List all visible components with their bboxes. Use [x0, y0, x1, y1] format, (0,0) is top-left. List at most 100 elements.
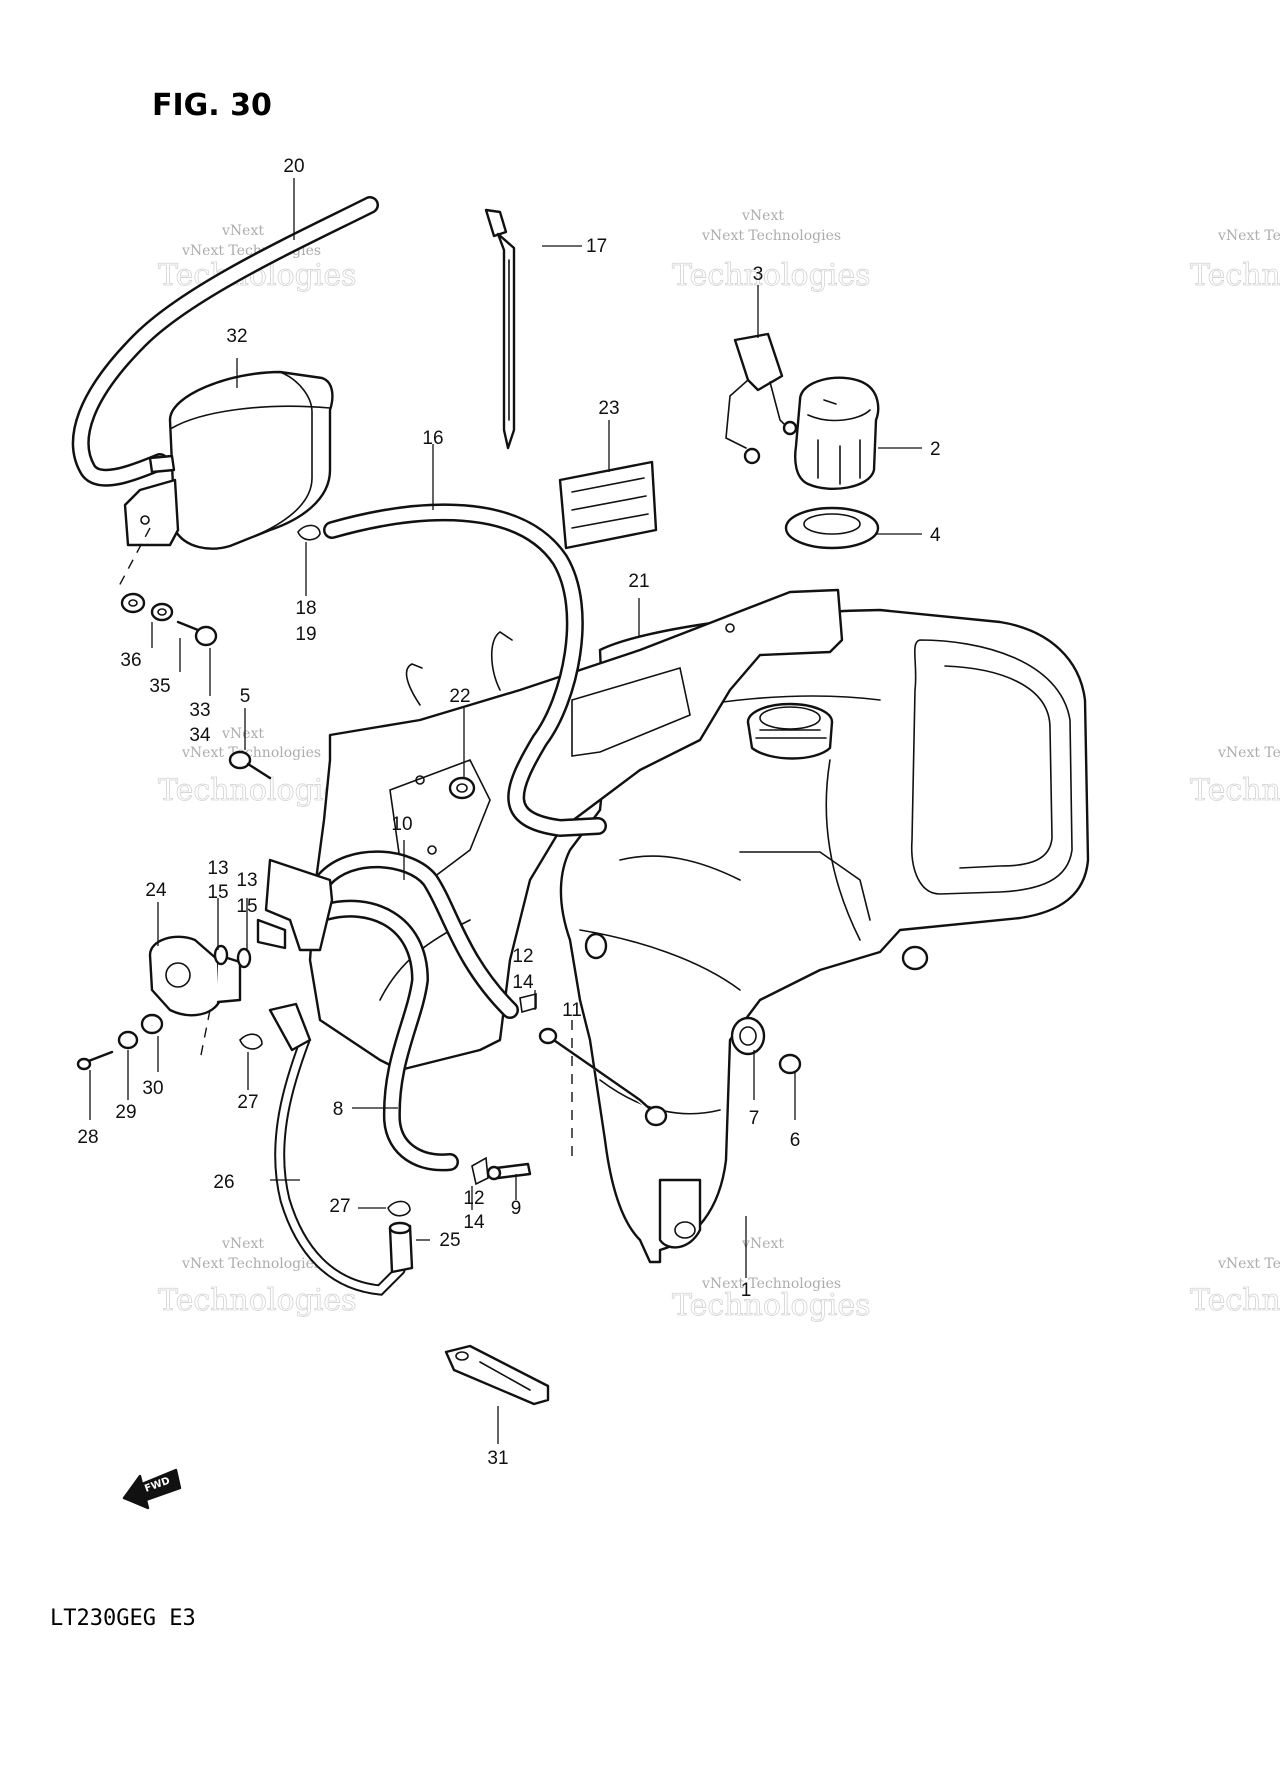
part-32-canister: [123, 370, 334, 550]
callout-25: 25: [439, 1230, 460, 1251]
svg-text:Technologies: Technologies: [1190, 1283, 1280, 1318]
svg-text:Technologies: Technologies: [158, 773, 357, 808]
callout-12a: 12: [512, 946, 533, 967]
part-26-hose: [268, 1002, 406, 1296]
part-9-bolt: [486, 1162, 532, 1181]
watermark: vNext vNext Technologies Technologies: [158, 726, 357, 808]
part-36-washer: [120, 592, 146, 614]
svg-text:vNext: vNext: [221, 726, 264, 742]
callout-36: 36: [120, 650, 141, 671]
svg-text:vNext: vNext: [741, 1236, 784, 1252]
part-18-clamp: [297, 524, 321, 541]
callout-21: 21: [628, 571, 649, 592]
callout-22: 22: [449, 686, 470, 707]
callout-9: 9: [511, 1198, 522, 1219]
svg-text:vNext: vNext: [221, 1236, 264, 1252]
svg-text:vNext: vNext: [741, 208, 784, 224]
part-1-fuel-tank: [559, 608, 1090, 1264]
callout-24: 24: [145, 880, 167, 901]
callout-23: 23: [598, 398, 619, 419]
callout-6: 6: [790, 1130, 801, 1151]
callout-3: 3: [753, 264, 764, 285]
watermark: vNext Technologies Technologies: [1190, 745, 1280, 808]
model-label: LT230GEG E3: [50, 1606, 196, 1631]
watermark: vNext Technologies Technologies: [1190, 228, 1280, 293]
watermark: vNext vNext Technologies Technologies: [672, 1236, 871, 1323]
part-12-clamp: [471, 992, 537, 1186]
callout-12b: 12: [463, 1188, 484, 1209]
leader-lines: [89, 178, 922, 1444]
part-17-strap: [484, 208, 516, 450]
part-35-washer: [150, 602, 174, 622]
callout-8: 8: [333, 1099, 344, 1120]
callout-11: 11: [562, 1000, 582, 1021]
figure-title: FIG. 30: [152, 88, 272, 123]
part-29-washer: [117, 1030, 139, 1050]
callout-34: 34: [189, 725, 211, 746]
svg-text:Technologies: Technologies: [672, 258, 871, 293]
callout-4: 4: [930, 525, 941, 546]
part-31-bracket: [444, 1344, 550, 1406]
callout-13b: 13: [236, 870, 257, 891]
svg-text:vNext Technologies: vNext Technologies: [701, 1276, 841, 1292]
watermark: vNext vNext Technologies Technologies: [672, 208, 871, 293]
part-4-gasket: [784, 506, 880, 550]
fwd-arrow-icon: FWD: [122, 1468, 182, 1510]
part-22-grommet: [448, 776, 476, 800]
part-20-breather-hose: [71, 196, 379, 487]
svg-text:vNext Technologies: vNext Technologies: [1217, 1256, 1280, 1272]
callout-19: 19: [295, 624, 316, 645]
callout-28: 28: [77, 1127, 98, 1148]
part-3-cap-bracket: [725, 332, 798, 465]
part-28-screw: [76, 1050, 114, 1071]
callout-17: 17: [586, 236, 607, 257]
part-11-rod: [538, 1027, 668, 1127]
svg-text:Technologies: Technologies: [1190, 258, 1280, 293]
callout-15a: 15: [207, 882, 228, 903]
callout-26: 26: [213, 1172, 234, 1193]
callout-20: 20: [283, 156, 304, 177]
watermark: vNext Technologies Technologies: [1190, 1256, 1280, 1318]
callout-15b: 15: [236, 896, 257, 917]
callout-14a: 14: [512, 972, 534, 993]
callout-10: 10: [391, 814, 412, 835]
callout-27a: 27: [237, 1092, 258, 1113]
part-2-fuel-cap: [794, 376, 880, 490]
svg-text:vNext Technologies: vNext Technologies: [701, 228, 841, 244]
part-6-collar: [778, 1053, 802, 1075]
part-24-bracket: [256, 858, 334, 952]
callout-31: 31: [487, 1448, 508, 1469]
leader-32-mount: [117, 527, 151, 589]
callout-29: 29: [115, 1102, 136, 1123]
svg-text:Technologies: Technologies: [1190, 773, 1280, 808]
part-30-washer: [140, 1013, 164, 1035]
svg-text:Technologies: Technologies: [158, 1283, 357, 1318]
part-13-clamp: [213, 944, 229, 966]
callout-32: 32: [226, 326, 247, 347]
callout-35: 35: [149, 676, 170, 697]
svg-text:Technologies: Technologies: [672, 1288, 871, 1323]
callout-7: 7: [749, 1108, 760, 1129]
callout-27b: 27: [329, 1196, 350, 1217]
callout-33: 33: [189, 700, 210, 721]
svg-text:vNext Technologies: vNext Technologies: [1217, 228, 1280, 244]
part-23-pad: [558, 460, 658, 550]
part-7-grommet: [730, 1016, 766, 1056]
part-5-bolt: [228, 750, 272, 780]
callout-5: 5: [240, 686, 251, 707]
part-8-hose: [317, 899, 459, 1172]
svg-text:vNext Technologies: vNext Technologies: [181, 745, 321, 761]
part-25-joint: [388, 1221, 414, 1274]
part-33-screw: [176, 620, 218, 647]
watermark: vNext vNext Technologies Technologies: [158, 1236, 357, 1318]
svg-text:vNext: vNext: [221, 223, 264, 239]
part-16-hose: [323, 503, 607, 837]
callout-14b: 14: [463, 1212, 485, 1233]
callouts: 20 17 3 32 2 23 16 4 18 19 21 36 35 33 3…: [77, 156, 941, 1469]
callout-30: 30: [142, 1078, 163, 1099]
svg-text:vNext Technologies: vNext Technologies: [1217, 745, 1280, 761]
callout-16: 16: [422, 428, 443, 449]
part-24-fuel-cock: [148, 935, 242, 1017]
part-27-clamp: [239, 1033, 411, 1217]
